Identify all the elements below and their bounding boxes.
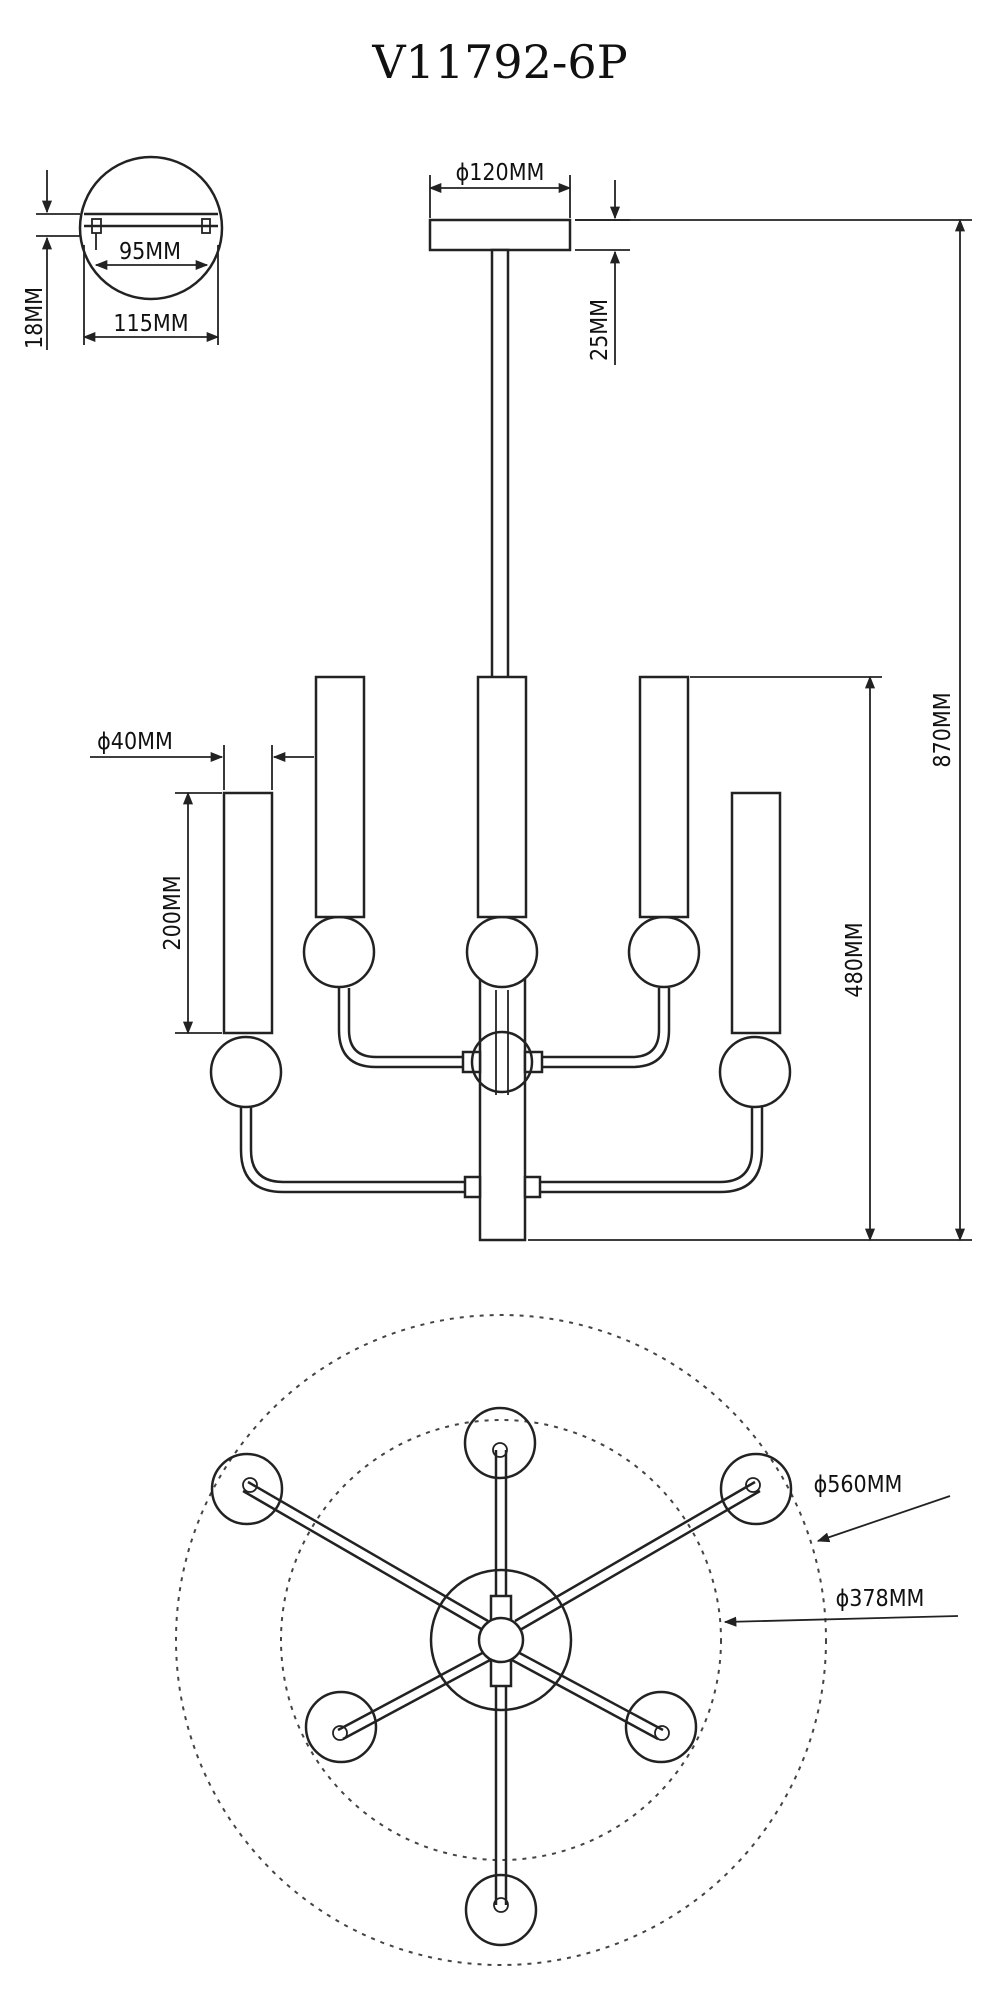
hub-plate — [429, 1568, 573, 1712]
shade-diameter-label: ϕ40MM — [97, 729, 173, 755]
ceiling-canopy — [428, 218, 572, 252]
canopy-height-label: 25MM — [587, 299, 613, 361]
mount-width-label: 115MM — [113, 311, 188, 337]
globe — [302, 915, 376, 989]
globe-lower-left — [304, 1690, 378, 1764]
tube-shade — [222, 791, 274, 1035]
globe — [627, 915, 701, 989]
globe-lower-right — [624, 1690, 698, 1764]
tube-shade — [638, 675, 690, 919]
tube-shade — [730, 791, 782, 1035]
outer-diameter-circle — [175, 1314, 827, 1966]
canopy-diameter-label: ϕ120MM — [456, 160, 545, 186]
mount-hole-spacing-label: 95MM — [119, 239, 181, 265]
globe-upper-right — [719, 1452, 793, 1526]
globe — [209, 1035, 283, 1109]
plan-view: ϕ560MM ϕ378MM — [175, 1314, 959, 1966]
globe-upper-left — [210, 1452, 284, 1526]
inner-diameter-label: ϕ378MM — [836, 1586, 925, 1612]
tube-shade — [476, 675, 528, 919]
model-title: V11792-6P — [371, 35, 627, 89]
outer-diameter-label: ϕ560MM — [814, 1472, 903, 1498]
mounting-plate-detail: 95MM 115MM 18MM — [22, 155, 224, 350]
tube-shade — [314, 675, 366, 919]
globe — [465, 915, 539, 989]
total-height-label: 870MM — [930, 692, 956, 767]
side-elevation — [209, 218, 792, 1242]
elevation-dimensions: ϕ120MM 25MM 870MM 480MM ϕ40MM 200MM — [90, 160, 972, 1242]
globe-bottom — [464, 1873, 538, 1947]
body-height-label: 480MM — [842, 922, 868, 997]
inner-diameter-circle — [280, 1419, 722, 1861]
mount-height-label: 18MM — [22, 287, 48, 349]
globe — [718, 1035, 792, 1109]
central-body — [478, 938, 527, 1242]
globe-top — [463, 1406, 537, 1480]
shade-height-label: 200MM — [160, 875, 186, 950]
suspension-rod — [490, 248, 510, 682]
